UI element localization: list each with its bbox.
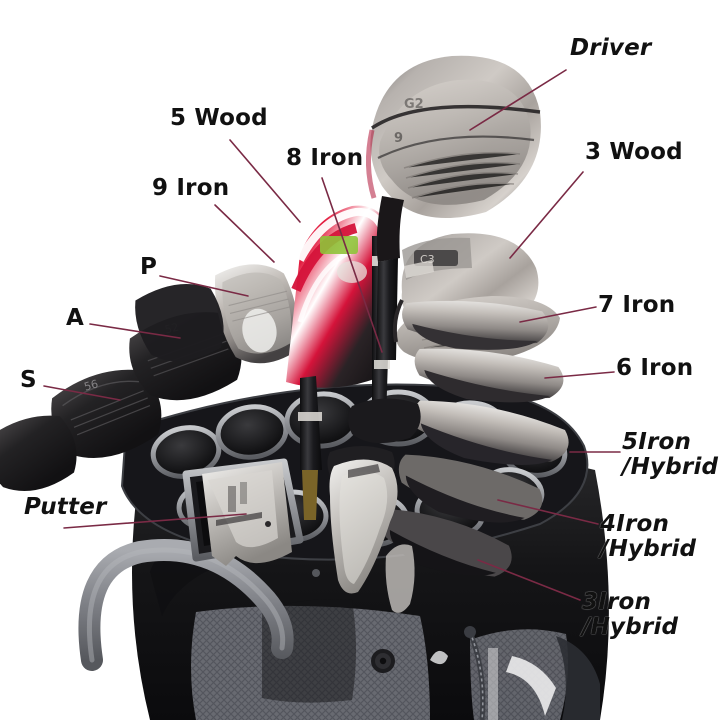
- label-approach: A: [66, 305, 85, 331]
- label-five-wood: 5 Wood: [170, 105, 268, 131]
- label-seven-iron: 7 Iron: [598, 292, 676, 318]
- putter-head: [202, 462, 292, 566]
- label-eight-iron: 8 Iron: [286, 145, 364, 171]
- label-putter: Putter: [24, 494, 107, 520]
- label-four-hybrid: 4Iron /Hybrid: [600, 511, 697, 562]
- label-nine-iron: 9 Iron: [152, 175, 230, 201]
- svg-text:9: 9: [394, 131, 403, 146]
- label-driver: Driver: [570, 35, 652, 61]
- label-five-hybrid: 5Iron /Hybrid: [622, 429, 719, 480]
- center-silver-club-sole: [329, 459, 398, 594]
- label-three-hybrid: 3Iron /Hybrid: [582, 589, 679, 640]
- label-pitching: P: [140, 254, 158, 280]
- label-six-iron: 6 Iron: [616, 355, 694, 381]
- svg-text:G2: G2: [404, 97, 424, 112]
- label-three-wood: 3 Wood: [585, 139, 683, 165]
- label-sand: S: [20, 367, 37, 393]
